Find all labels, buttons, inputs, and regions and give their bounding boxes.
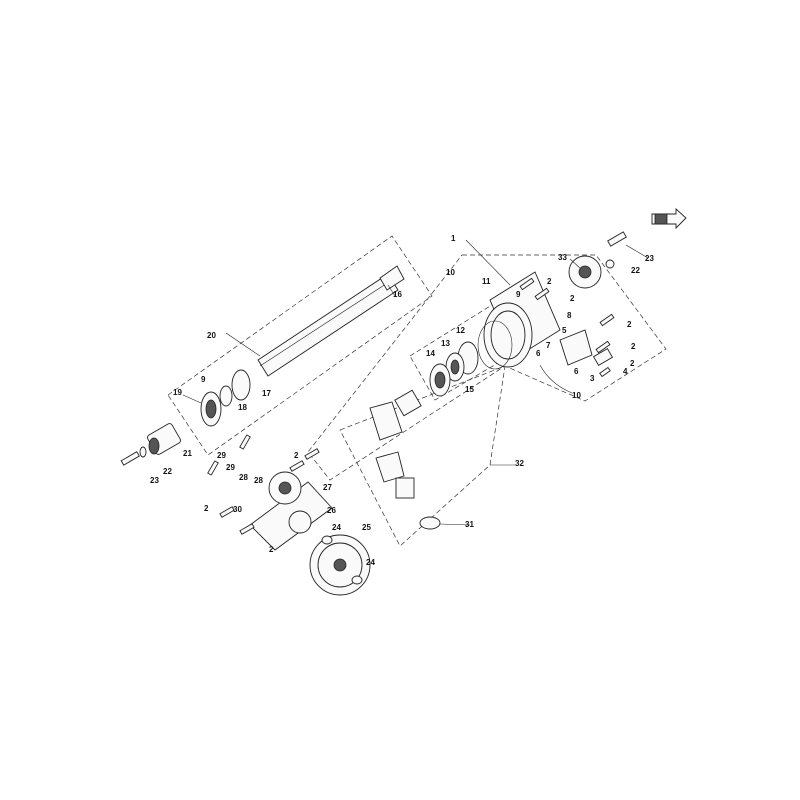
callout-33: 33 <box>558 253 567 262</box>
callout-9: 9 <box>516 290 521 299</box>
callout-22: 22 <box>631 266 640 275</box>
callout-1: 1 <box>451 234 456 243</box>
group-outline-gears <box>339 365 506 547</box>
callout-30: 30 <box>233 505 242 514</box>
bolt-set-right <box>519 277 615 378</box>
callout-5: 5 <box>562 326 567 335</box>
callout-8: 8 <box>567 311 572 320</box>
callout-2: 2 <box>570 294 575 303</box>
callout-2: 2 <box>294 451 299 460</box>
bearing-set-left <box>200 369 251 427</box>
bolt-left <box>120 446 147 466</box>
callout-13: 13 <box>441 339 450 348</box>
callout-27: 27 <box>323 483 332 492</box>
callout-15: 15 <box>465 385 474 394</box>
callout-31: 31 <box>465 520 474 529</box>
callout-11: 11 <box>482 277 491 286</box>
callout-22: 22 <box>163 467 172 476</box>
main-housing <box>477 271 561 370</box>
callout-19: 19 <box>173 388 182 397</box>
callout-10: 10 <box>572 391 581 400</box>
callout-2: 2 <box>204 504 209 513</box>
callout-29: 29 <box>217 451 226 460</box>
callout-28: 28 <box>254 476 263 485</box>
callout-3: 3 <box>590 374 595 383</box>
front-direction-arrow-icon <box>651 207 687 230</box>
leader-lines <box>182 239 649 526</box>
callout-21: 21 <box>183 449 192 458</box>
callout-23: 23 <box>645 254 654 263</box>
bearing-set-center <box>429 341 479 397</box>
callout-28: 28 <box>239 473 248 482</box>
callout-6: 6 <box>536 349 541 358</box>
callout-25: 25 <box>362 523 371 532</box>
callout-2: 2 <box>630 359 635 368</box>
callout-20: 20 <box>207 331 216 340</box>
callout-2: 2 <box>269 545 274 554</box>
callout-10: 10 <box>446 268 455 277</box>
callout-24: 24 <box>366 558 375 567</box>
spur-gear <box>309 534 371 596</box>
callout-9: 9 <box>201 375 206 384</box>
callout-16: 16 <box>393 290 402 299</box>
callout-29: 29 <box>226 463 235 472</box>
flange-right <box>568 231 627 289</box>
callout-23: 23 <box>150 476 159 485</box>
output-flange <box>147 423 181 455</box>
bevel-gear-upper <box>369 389 422 441</box>
callout-17: 17 <box>262 389 271 398</box>
callout-18: 18 <box>238 403 247 412</box>
callout-26: 26 <box>327 506 336 515</box>
bolt-set-left <box>207 434 320 535</box>
shift-mechanism <box>539 329 614 394</box>
callout-32: 32 <box>515 459 524 468</box>
drive-shaft <box>257 265 405 377</box>
callout-2: 2 <box>631 342 636 351</box>
callout-14: 14 <box>426 349 435 358</box>
pinion-gear <box>375 451 441 530</box>
callouts: 1 2 2 2 2 2 2 2 2 3 4 5 6 6 7 8 9 9 10 1… <box>150 234 654 567</box>
callout-4: 4 <box>623 367 628 376</box>
circlip-lower <box>351 575 363 585</box>
callout-6: 6 <box>574 367 579 376</box>
lower-cover <box>249 471 333 551</box>
callout-2: 2 <box>627 320 632 329</box>
group-outline-housing <box>307 254 667 481</box>
circlip-upper <box>321 535 333 545</box>
group-outline-shaft <box>167 235 433 456</box>
callout-7: 7 <box>546 341 551 350</box>
callout-12: 12 <box>456 326 465 335</box>
callout-2: 2 <box>547 277 552 286</box>
callout-24: 24 <box>332 523 341 532</box>
